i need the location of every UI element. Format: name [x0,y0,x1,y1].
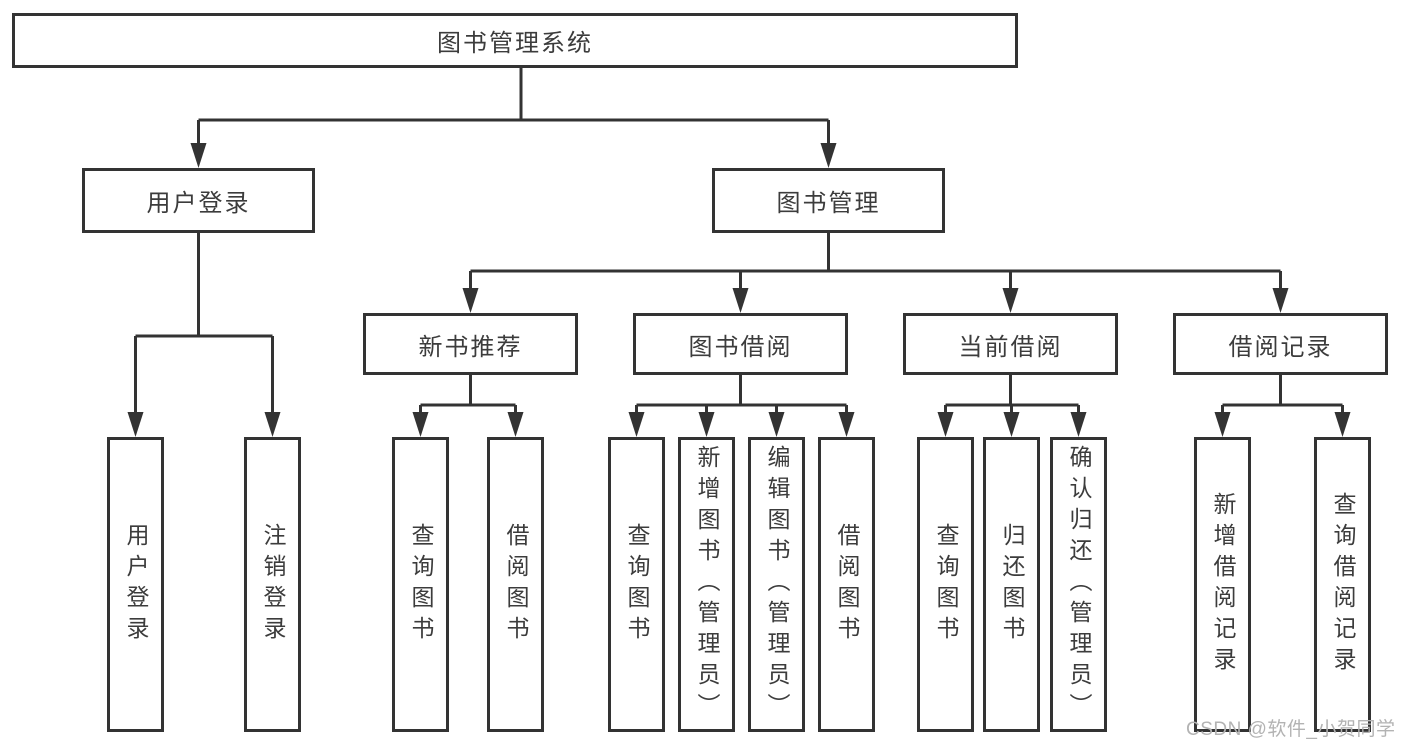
node-label: 借阅记录 [1228,333,1333,361]
node-label: 归还图书 [999,522,1025,647]
arrowhead [1272,288,1289,313]
arrowhead [507,412,524,437]
connector-lines [419,375,517,413]
leaf-current-return-books: 归还图书 [983,437,1040,732]
connector-lines [635,375,848,413]
arrowhead [1334,412,1351,437]
node-borrowing-records: 借阅记录 [1173,313,1388,375]
node-label: 新增借阅记录 [1210,491,1236,678]
node-label: 确认归还（管理员） [1066,445,1092,724]
arrowhead [768,412,785,437]
node-label: 图书借阅 [688,333,793,361]
leaf-user-login: 用户登录 [107,437,164,732]
arrowhead [1214,412,1231,437]
leaf-current-confirm-return-admin: 确认归还（管理员） [1050,437,1107,732]
arrowhead [838,412,855,437]
node-label: 用户登录 [123,522,149,647]
leaf-borrow-query-books: 查询图书 [608,437,665,732]
node-label: 编辑图书（管理员） [764,445,790,724]
arrowhead [820,143,837,168]
node-user-login: 用户登录 [82,168,315,233]
connector-recommend-to-leaves [412,375,524,437]
connector-borrow-to-leaves [628,375,855,437]
node-label: 用户登录 [146,190,251,217]
leaf-recommend-query-books: 查询图书 [392,437,449,732]
arrowhead [412,412,429,437]
connector-current-to-leaves [937,375,1087,437]
connector-lines [1221,375,1344,413]
node-label: 图书管理系统 [437,30,593,57]
arrowhead [732,288,749,313]
node-label: 新书推荐 [418,333,523,361]
leaf-records-query-record: 查询借阅记录 [1314,437,1371,732]
arrowhead [698,412,715,437]
leaf-logout: 注销登录 [244,437,301,732]
leaf-current-query-books: 查询图书 [917,437,974,732]
node-label: 当前借阅 [958,333,1063,361]
node-label: 查询图书 [624,522,650,647]
arrowhead [264,412,281,437]
node-label: 图书管理 [776,190,881,217]
arrowhead [190,143,207,168]
node-new-book-recommend: 新书推荐 [363,313,578,375]
connector-records-to-leaves [1214,375,1351,437]
node-label: 借阅图书 [834,522,860,647]
connector-lines [197,68,830,145]
connector-lines [134,233,274,413]
arrowhead [1002,288,1019,313]
node-book-management: 图书管理 [712,168,945,233]
arrowhead [628,412,645,437]
node-label: 查询图书 [408,522,434,647]
node-label: 借阅图书 [503,522,529,647]
arrowhead [462,288,479,313]
connector-lines [944,375,1080,413]
connector-book-mgmt-to-level3 [462,233,1289,313]
node-book-borrowing: 图书借阅 [633,313,848,375]
leaf-borrow-borrow-books: 借阅图书 [818,437,875,732]
node-root-library-system: 图书管理系统 [12,13,1018,68]
leaf-recommend-borrow-books: 借阅图书 [487,437,544,732]
connector-root-to-level2 [190,68,837,168]
arrowhead [1070,412,1087,437]
leaf-borrow-edit-books-admin: 编辑图书（管理员） [748,437,805,732]
arrowhead [1003,412,1020,437]
node-label: 查询图书 [933,522,959,647]
node-current-borrowing: 当前借阅 [903,313,1118,375]
connector-lines [469,233,1282,290]
node-label: 查询借阅记录 [1330,491,1356,678]
csdn-watermark: CSDN @软件_小贺同学 [1186,719,1396,740]
arrowhead [937,412,954,437]
leaf-records-add-record: 新增借阅记录 [1194,437,1251,732]
arrowhead [127,412,144,437]
node-label: 新增图书（管理员） [694,445,720,724]
leaf-borrow-add-books-admin: 新增图书（管理员） [678,437,735,732]
node-label: 注销登录 [260,522,286,647]
connector-user-login-to-leaves [127,233,281,437]
